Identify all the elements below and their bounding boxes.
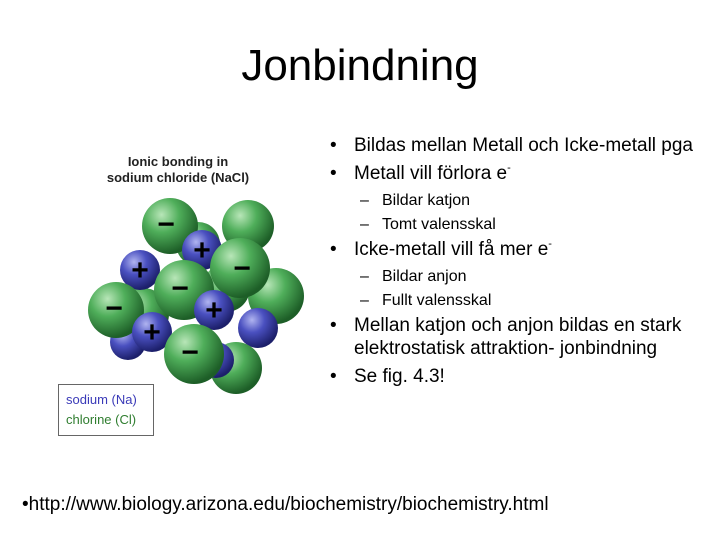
- minus-sign: −: [105, 292, 123, 325]
- bullet-list: Bildas mellan Metall och Icke-metall pga…: [322, 134, 700, 393]
- minus-sign: −: [181, 336, 199, 369]
- footer-link[interactable]: •http://www.biology.arizona.edu/biochemi…: [22, 494, 549, 515]
- sub-bullet-item: Bildar katjon: [322, 190, 700, 211]
- sodium-ion: [132, 312, 172, 352]
- slide-title: Jonbindning: [241, 41, 479, 90]
- sub-bullet-text: Tomt valensskal: [382, 216, 496, 233]
- plus-sign: +: [205, 294, 223, 327]
- sub-bullet-text: Bildar katjon: [382, 192, 471, 209]
- superscript-minus: -: [507, 162, 511, 174]
- sub-bullet-text: Fullt valensskal: [382, 292, 492, 309]
- superscript-minus: -: [548, 238, 552, 250]
- chlorine-ion: [142, 198, 198, 254]
- minus-sign: −: [171, 272, 189, 305]
- bullet-item: Icke-metall vill få mer e-: [322, 238, 700, 261]
- nacl-crystal-lattice-icon: − + − + − − + + −: [88, 198, 304, 394]
- chlorine-ion: [88, 282, 144, 338]
- plus-sign: +: [193, 234, 211, 267]
- chlorine-ion: [164, 324, 224, 384]
- sub-bullet-item: Bildar anjon: [322, 266, 700, 287]
- legend-chlorine: chlorine (Cl): [66, 412, 137, 427]
- plus-sign: +: [131, 254, 149, 287]
- sodium-ion: [194, 290, 234, 330]
- figure-legend: sodium (Na) chlorine (Cl): [58, 384, 154, 436]
- sodium-ion: [238, 308, 278, 348]
- bullet-item: Metall vill förlora e-: [322, 162, 700, 185]
- chlorine-ion: [210, 238, 270, 298]
- front-layer: [88, 198, 270, 384]
- bullet-text: Icke-metall vill få mer e: [354, 239, 549, 260]
- sodium-ion: [120, 250, 160, 290]
- legend-sodium: sodium (Na): [66, 392, 137, 407]
- figure-caption-line-2: sodium chloride (NaCl): [106, 170, 250, 185]
- plus-sign: +: [143, 316, 161, 349]
- bullet-text: Mellan katjon och anjon bildas en stark …: [354, 315, 682, 359]
- minus-sign: −: [233, 252, 251, 285]
- sub-bullet-item: Fullt valensskal: [322, 290, 700, 311]
- bullet-item: Bildas mellan Metall och Icke-metall pga: [322, 134, 700, 157]
- bullet-item: Mellan katjon och anjon bildas en stark …: [322, 314, 700, 360]
- figure-caption: Ionic bonding in sodium chloride (NaCl): [48, 154, 308, 186]
- bullet-text: Se fig. 4.3!: [354, 366, 445, 387]
- sub-bullet-item: Tomt valensskal: [322, 214, 700, 235]
- sub-bullet-text: Bildar anjon: [382, 268, 467, 285]
- bullet-text: Bildas mellan Metall och Icke-metall pga: [354, 135, 693, 156]
- bullet-item: Se fig. 4.3!: [322, 365, 700, 388]
- figure-caption-line-1: Ionic bonding in: [127, 154, 229, 169]
- bullet-text: Metall vill förlora e: [354, 163, 508, 184]
- nacl-figure: Ionic bonding in sodium chloride (NaCl): [48, 146, 308, 446]
- minus-sign: −: [157, 208, 175, 241]
